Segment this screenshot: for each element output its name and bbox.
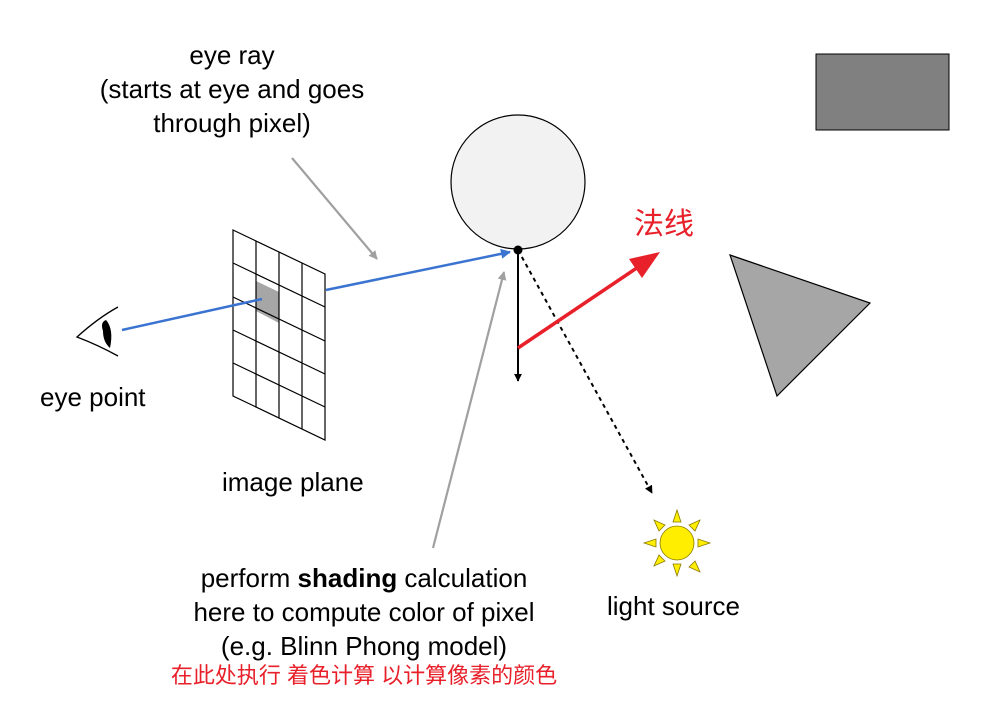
eye-ray-label-line2: (starts at eye and goes <box>99 74 365 104</box>
normal-arrowhead <box>629 252 660 278</box>
eye-point-label: eye point <box>40 382 146 412</box>
eye-ray-label-line1: eye ray <box>189 40 275 70</box>
shading-caption-line3: (e.g. Blinn Phong model) <box>220 631 508 661</box>
rectangle-object <box>815 53 950 131</box>
eye-ray-label: eye ray (starts at eye and goes through … <box>72 38 392 140</box>
shading-caption-line2: here to compute color of pixel <box>193 597 535 627</box>
shadow-ray-to-light <box>517 249 653 494</box>
shading-caption: perform shading calculation here to comp… <box>139 561 589 663</box>
light-source-label: light source <box>607 591 740 621</box>
sphere-object <box>450 114 586 250</box>
eye-ray-segment-1 <box>121 297 263 332</box>
eye-ray-annotation-arrow <box>291 157 378 260</box>
eye-ray-segment-2 <box>325 248 511 292</box>
eye-icon <box>75 306 119 357</box>
sun-icon <box>642 508 712 578</box>
hit-point <box>513 245 523 255</box>
triangle-object <box>729 254 872 398</box>
highlighted-pixel <box>256 281 279 323</box>
image-plane-label: image plane <box>222 467 364 497</box>
shading-caption-line1: perform shading calculation <box>200 563 528 593</box>
image-plane-grid <box>232 229 326 441</box>
shading-keyword: shading <box>297 563 398 593</box>
shading-annotation-arrow <box>431 271 507 549</box>
normal-label: 法线 <box>634 208 694 241</box>
normal-vector-arrow <box>517 255 654 350</box>
eye-ray-label-line3: through pixel) <box>153 108 311 138</box>
shading-caption-chinese: 在此处执行 着色计算 以计算像素的颜色 <box>170 663 558 688</box>
